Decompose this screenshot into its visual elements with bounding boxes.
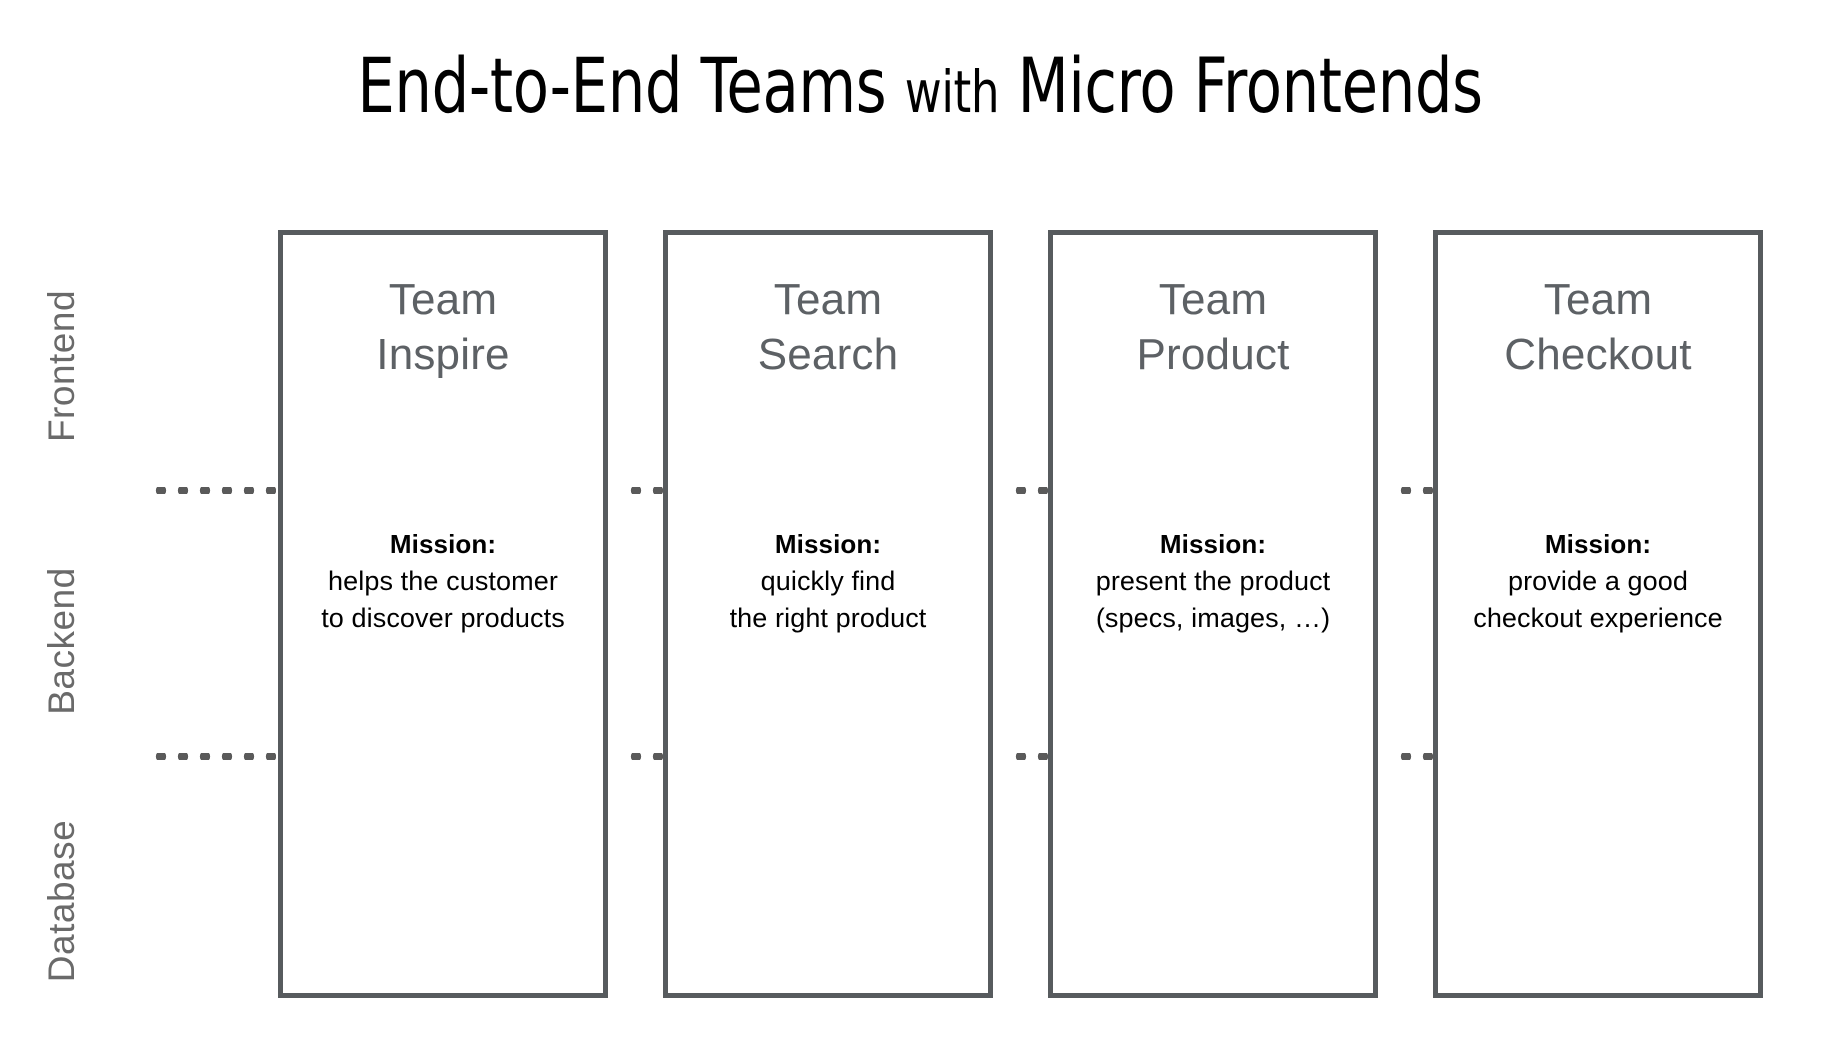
team-name: Team Search [758,273,899,382]
page-title-part-1: End-to-End Teams [357,41,887,130]
team-mission: Mission: helps the customer to discover … [283,527,603,637]
mission-line-2: to discover products [321,603,565,634]
layer-label-frontend: Frontend [41,289,82,443]
team-mission: Mission: present the product (specs, ima… [1053,527,1373,637]
mission-label: Mission: [774,529,882,559]
team-name-line-2: Search [757,329,899,379]
mission-line-1: helps the customer [328,565,558,596]
page-title: End-to-End Teams with Micro Frontends [202,48,1637,124]
page-title-connector: with [904,58,1000,126]
layer-label-backend: Backend [41,567,82,715]
divider-dots-frontend-backend-margin [150,487,276,494]
team-name-line-2: Product [1136,329,1290,379]
mission-label: Mission: [389,529,497,559]
team-name: Team Inspire [376,273,509,382]
mission-label: Mission: [1544,529,1652,559]
divider-dots-frontend-backend-gap-3 [1395,487,1439,494]
team-name: Team Product [1136,273,1289,382]
team-box-product[interactable]: Team Product Mission: present the produc… [1048,230,1378,998]
divider-dots-backend-database-gap-2 [1010,753,1054,760]
team-box-search[interactable]: Team Search Mission: quickly find the ri… [663,230,993,998]
divider-dots-backend-database-gap-1 [625,753,669,760]
team-mission: Mission: quickly find the right product [668,527,988,637]
team-name-line-2: Checkout [1504,329,1692,379]
mission-line-2: the right product [729,603,927,634]
mission-line-2: (specs, images, …) [1095,603,1331,634]
team-name-line-2: Inspire [376,329,510,379]
divider-dots-frontend-backend-gap-2 [1010,487,1054,494]
team-name-line-1: Team [388,275,498,324]
team-mission: Mission: provide a good checkout experie… [1438,527,1758,637]
team-box-inspire[interactable]: Team Inspire Mission: helps the customer… [278,230,608,998]
team-name: Team Checkout [1504,273,1691,382]
page-title-part-2: Micro Frontends [1017,41,1483,130]
mission-line-1: present the product [1095,565,1331,596]
divider-dots-backend-database-margin [150,753,276,760]
mission-line-2: checkout experience [1473,603,1723,634]
mission-line-1: quickly find [760,565,896,596]
divider-dots-frontend-backend-gap-1 [625,487,669,494]
mission-label: Mission: [1159,529,1267,559]
mission-line-1: provide a good [1507,565,1689,596]
divider-dots-backend-database-gap-3 [1395,753,1439,760]
team-name-line-1: Team [1158,275,1268,324]
layer-label-database: Database [41,819,82,983]
team-name-line-1: Team [1543,275,1653,324]
team-box-checkout[interactable]: Team Checkout Mission: provide a good ch… [1433,230,1763,998]
team-name-line-1: Team [773,275,883,324]
